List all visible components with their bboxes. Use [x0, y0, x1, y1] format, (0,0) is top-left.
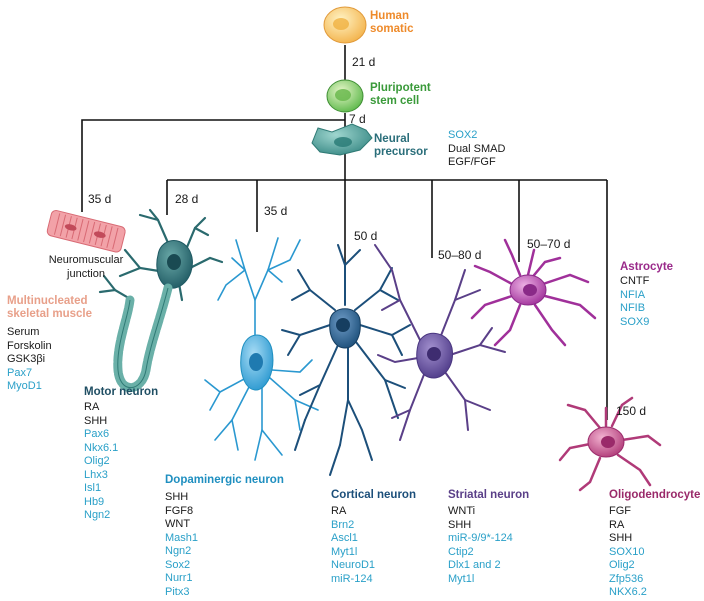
motor-group: Motor neuron RA SHH Pax6 Nkx6.1 Olig2 Lh… — [84, 386, 158, 523]
stem-cell-label: Pluripotent stem cell — [370, 82, 431, 108]
muscle-group: Multinucleated skeletal muscle Serum For… — [7, 295, 92, 394]
factor-neural-1: SOX2 — [448, 129, 478, 141]
oligo-group: Oligodendrocyte FGF RA SHH SOX10 Olig2 Z… — [609, 489, 700, 600]
factor-oligo-2: RA — [609, 518, 625, 531]
junction-line2: junction — [67, 267, 105, 280]
factor-striatal-2: SHH — [448, 518, 472, 531]
factor-dopa-6: Sox2 — [165, 558, 191, 571]
human-somatic-title-line2: somatic — [370, 23, 414, 35]
factor-dopa-3: WNT — [165, 518, 191, 530]
day-label-35-dopa: 35 d — [264, 204, 288, 218]
factor-cortical-6: miR-124 — [331, 572, 373, 585]
pluripotent-stem-cell-icon — [326, 79, 364, 113]
factor-muscle-3: GSK3βi — [7, 353, 46, 365]
cortical-group: Cortical neuron RA Brn2 Ascl1 Myt1l Neur… — [331, 489, 416, 586]
muscle-title-line2: skeletal muscle — [7, 308, 93, 320]
factor-motor-7: Isl1 — [84, 482, 102, 494]
factor-motor-9: Ngn2 — [84, 509, 111, 521]
factor-astro-4: SOX9 — [620, 315, 650, 328]
day-label-21: 21 d — [352, 55, 376, 69]
oligo-title: Oligodendrocyte — [609, 489, 701, 501]
striatal-title: Striatal neuron — [448, 489, 530, 501]
factor-dopa-4: Mash1 — [165, 531, 199, 544]
motor-title: Motor neuron — [84, 386, 159, 398]
neural-precursor-title-line1: Neural — [374, 133, 410, 145]
motor-neuron-icon — [98, 208, 224, 393]
dopa-title: Dopaminergic neuron — [165, 474, 284, 486]
cortical-neuron-icon — [281, 244, 411, 476]
factor-oligo-3: SHH — [609, 532, 633, 544]
factor-dopa-5: Ngn2 — [165, 545, 192, 557]
factor-striatal-5: Dlx1 and 2 — [448, 559, 501, 571]
factor-motor-1: RA — [84, 401, 100, 413]
astrocyte-icon — [470, 238, 597, 347]
neural-precursor-title-line2: precursor — [374, 146, 428, 158]
factor-oligo-4: SOX10 — [609, 545, 645, 558]
factor-astro-1: CNTF — [620, 275, 650, 287]
neural-precursor-cell-icon — [311, 123, 373, 156]
factor-oligo-7: NKX6.2 — [609, 586, 647, 598]
factor-striatal-1: WNTi — [448, 505, 476, 517]
factor-dopa-2: FGF8 — [165, 504, 194, 517]
factor-muscle-5: MyoD1 — [7, 380, 42, 392]
factor-dopa-7: Nurr1 — [165, 572, 193, 584]
day-label-35-muscle: 35 d — [88, 192, 112, 206]
factor-motor-6: Lhx3 — [84, 468, 108, 481]
day-label-50-80: 50–80 d — [438, 248, 482, 262]
dopaminergic-neuron-icon — [204, 237, 319, 461]
junction-line1: Neuromuscular — [48, 254, 124, 266]
factor-cortical-2: Brn2 — [331, 518, 355, 531]
factor-astro-2: NFIA — [620, 288, 646, 301]
stem-cell-title-line1: Pluripotent — [370, 82, 431, 94]
factor-muscle-2: Forskolin — [7, 339, 52, 352]
factor-striatal-6: Myt1l — [448, 572, 475, 585]
factor-motor-2: SHH — [84, 414, 108, 427]
day-label-7: 7 d — [349, 112, 366, 126]
neuromuscular-junction-label: Neuromuscular junction — [38, 254, 134, 281]
human-somatic-title-line1: Human — [370, 10, 409, 22]
human-somatic-cell-icon — [323, 6, 367, 44]
day-label-28-motor: 28 d — [175, 192, 199, 206]
stem-cell-title-line2: stem cell — [370, 95, 420, 107]
factor-striatal-4: Ctip2 — [448, 545, 474, 558]
day-label-50-70: 50–70 d — [527, 237, 571, 251]
factor-neural-2: Dual SMAD — [448, 142, 506, 155]
factor-motor-8: Hb9 — [84, 495, 105, 508]
dopa-group: Dopaminergic neuron SHH FGF8 WNT Mash1 N… — [165, 474, 284, 599]
human-somatic-label: Human somatic — [370, 10, 413, 36]
factor-oligo-6: Zfp536 — [609, 572, 644, 585]
muscle-fiber-icon — [46, 210, 126, 253]
factors-neural-precursor: SOX2 Dual SMAD EGF/FGF — [448, 129, 505, 170]
astro-group: Astrocyte CNTF NFIA NFIB SOX9 — [620, 261, 673, 329]
lineage-lines — [81, 45, 608, 420]
factor-cortical-3: Ascl1 — [331, 532, 358, 544]
factor-cortical-5: NeuroD1 — [331, 559, 376, 571]
striatal-neuron-icon — [374, 244, 506, 441]
factor-neural-3: EGF/FGF — [448, 156, 496, 168]
factor-motor-5: Olig2 — [84, 455, 110, 467]
muscle-title-line1: Multinucleated — [7, 295, 88, 307]
factor-oligo-5: Olig2 — [609, 559, 635, 571]
day-label-50-cortical: 50 d — [354, 229, 378, 243]
factor-muscle-4: Pax7 — [7, 366, 33, 379]
factor-dopa-8: Pitx3 — [165, 585, 190, 598]
cortical-title: Cortical neuron — [331, 489, 416, 501]
neural-precursor-label: Neural precursor — [374, 133, 428, 159]
striatal-group: Striatal neuron WNTi SHH miR-9/9*-124 Ct… — [448, 489, 529, 586]
factor-muscle-1: Serum — [7, 326, 40, 338]
factor-cortical-4: Myt1l — [331, 545, 358, 558]
factor-striatal-3: miR-9/9*-124 — [448, 532, 513, 544]
factor-dopa-1: SHH — [165, 491, 189, 503]
factor-oligo-1: FGF — [609, 505, 631, 517]
factor-cortical-1: RA — [331, 505, 347, 517]
day-label-150: 150 d — [616, 404, 647, 418]
factor-astro-3: NFIB — [620, 302, 646, 314]
factor-motor-4: Nkx6.1 — [84, 441, 119, 454]
oligodendrocyte-icon — [558, 396, 662, 492]
astro-title: Astrocyte — [620, 261, 674, 273]
factor-motor-3: Pax6 — [84, 428, 110, 440]
